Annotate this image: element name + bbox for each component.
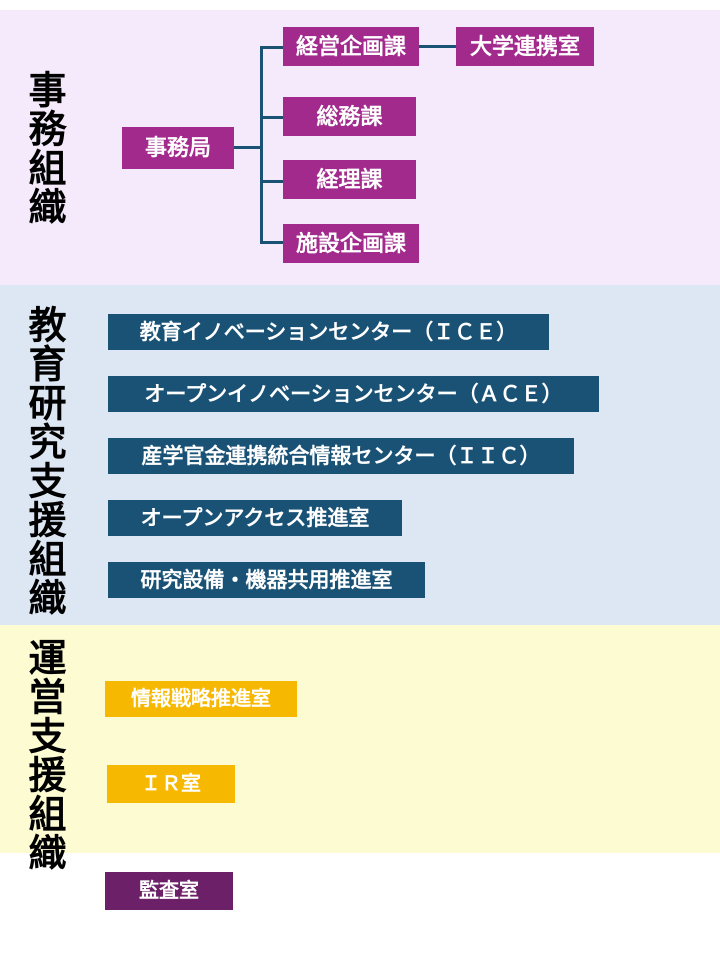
section-band-unei-shien <box>0 625 720 853</box>
node-joho-senryaku-suishin-shitsu[interactable]: 情報戦略推進室 <box>105 681 297 717</box>
node-ir-shitsu[interactable]: ＩＲ室 <box>107 765 235 803</box>
section-label-kyoiku-kenkyu-shien-soshiki: 教育研究支援組織 <box>22 305 64 617</box>
node-shisetsu-kikaku-ka[interactable]: 施設企画課 <box>283 224 419 263</box>
node-sangakukankin-renkei-iic[interactable]: 産学官金連携統合情報センター（ＩＩＣ） <box>108 438 574 474</box>
connector-branch-shisetsu-kikaku <box>260 241 283 244</box>
node-daigaku-renkei-shitsu[interactable]: 大学連携室 <box>456 27 594 66</box>
node-kenkyu-setsubi-kiki-kyoyo-suishin-shitsu[interactable]: 研究設備・機器共用推進室 <box>108 562 425 598</box>
connector-link-daigaku-renkei <box>419 45 456 48</box>
connector-branch-soumu <box>260 116 283 119</box>
connector-root-stub <box>234 146 262 149</box>
node-keiri-ka[interactable]: 経理課 <box>283 160 416 199</box>
connector-vertical-trunk <box>260 46 263 244</box>
connector-branch-keiri <box>260 180 283 183</box>
connector-branch-keiei-kikaku <box>260 46 283 49</box>
section-label-jimu-soshiki: 事務組織 <box>22 70 64 226</box>
node-open-access-suishin-shitsu[interactable]: オープンアクセス推進室 <box>108 500 402 536</box>
node-kyoiku-innovation-center-ice[interactable]: 教育イノベーションセンター（ＩＣＥ） <box>108 314 549 350</box>
node-kansa-shitsu[interactable]: 監査室 <box>105 872 233 910</box>
node-keiei-kikaku-ka[interactable]: 経営企画課 <box>283 27 419 66</box>
node-soumu-ka[interactable]: 総務課 <box>283 97 416 136</box>
node-open-innovation-center-ace[interactable]: オープンイノベーションセンター（ＡＣＥ） <box>108 376 599 412</box>
node-jimukyoku[interactable]: 事務局 <box>122 127 234 169</box>
section-label-unei-shien-soshiki: 運営支援組織 <box>22 638 64 872</box>
